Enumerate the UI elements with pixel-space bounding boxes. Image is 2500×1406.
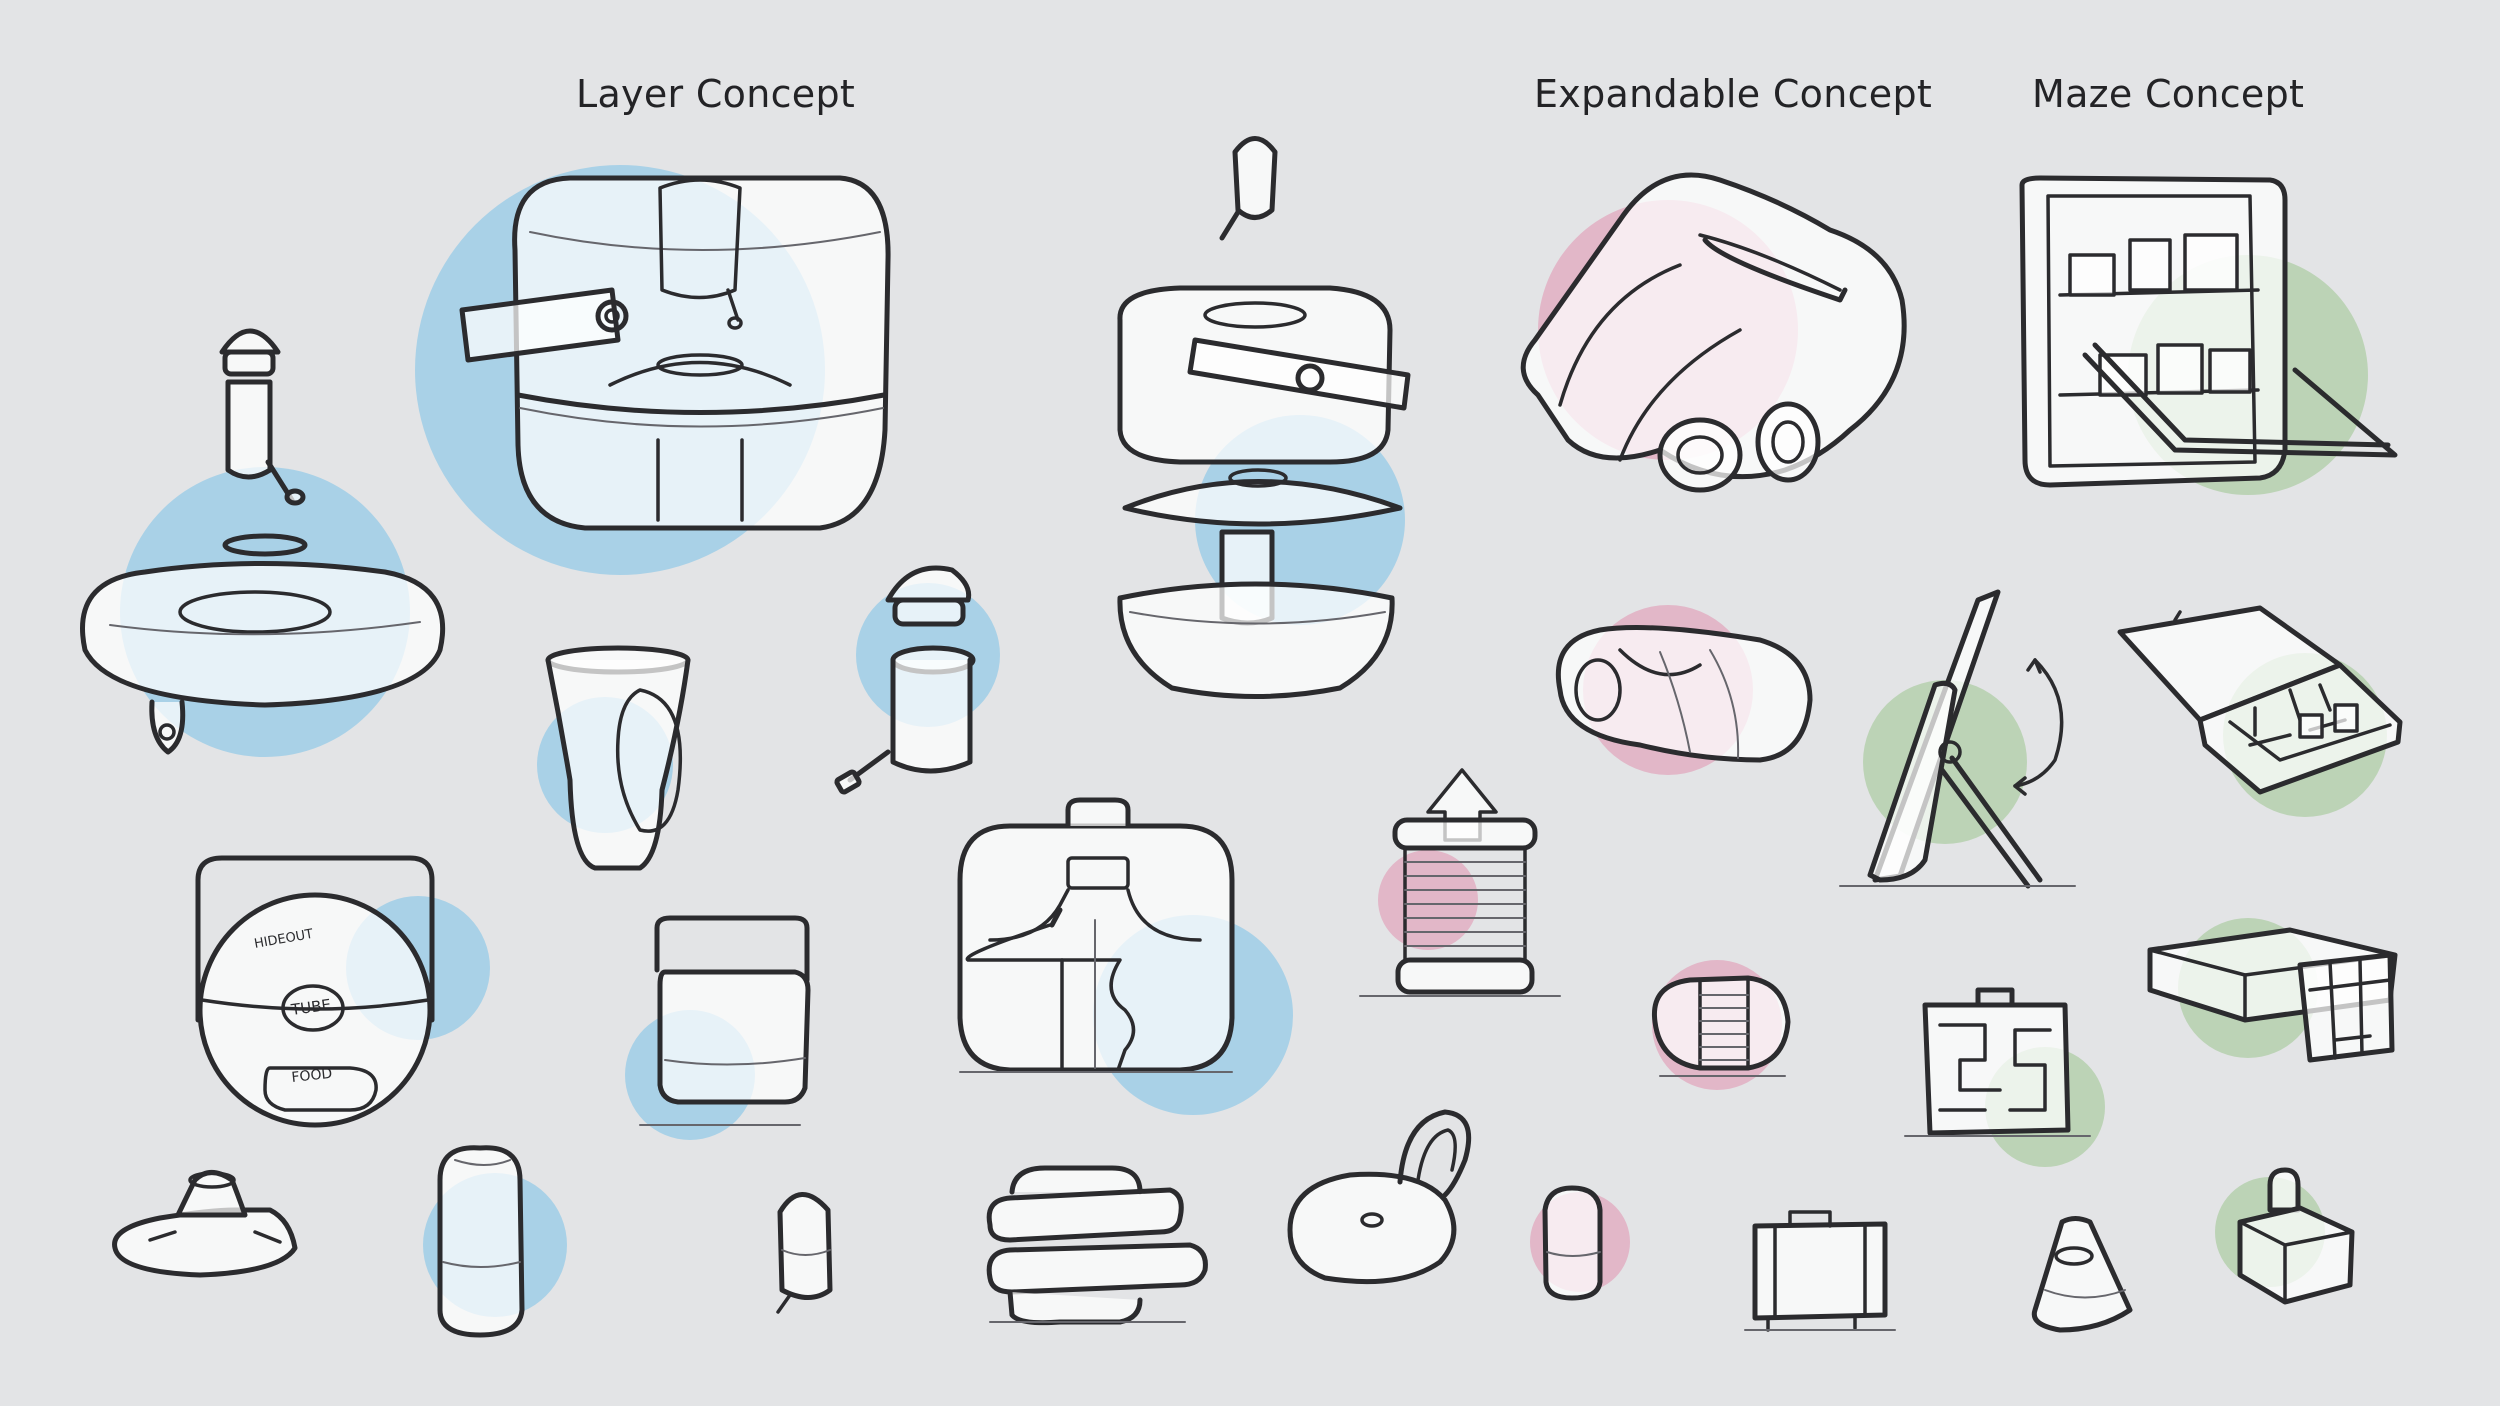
- maze-briefcase-sketch: [1904, 987, 2091, 1137]
- square-puzzle-container-sketch: [957, 797, 1235, 1073]
- stacked-tube-roll-sketch: [986, 1165, 1208, 1326]
- maze-shelf-frame-sketch: [2019, 175, 2398, 488]
- maze-lid-tray-sketch: [2117, 605, 2403, 795]
- food-label: FOOD: [291, 1066, 333, 1086]
- expandable-concept-heading: Expandable Concept: [1534, 72, 1933, 116]
- maze-drawer-box-sketch: [2147, 927, 2398, 1063]
- cube-dispenser-sketch: [2237, 1167, 2355, 1305]
- tube-label: TUBE: [289, 996, 332, 1020]
- expandable-bellows-sketch: [1359, 768, 1561, 997]
- cube-carrier-sketch: [639, 915, 811, 1126]
- water-bottle-sketch: [776, 1192, 833, 1314]
- round-hideout-feeder-sketch: HIDEOUT TUBE FOOD: [195, 855, 435, 1128]
- curved-cup-sketch: [545, 645, 691, 871]
- layer-concept-heading: Layer Concept: [576, 72, 856, 116]
- exploded-donut-feeder-sketch: [80, 328, 446, 755]
- maze-concept-heading: Maze Concept: [2032, 72, 2305, 116]
- exploded-layer-stack-sketch: [1117, 136, 1411, 699]
- dome-bottle-sketch: [834, 565, 976, 795]
- pink-circle: [1378, 850, 1478, 950]
- folding-stand-sketch: [1839, 589, 2076, 889]
- small-dish-sketch: [112, 1170, 298, 1278]
- handled-pod-sketch: [1287, 1109, 1472, 1285]
- capsule-container-sketch: [437, 1145, 525, 1338]
- cone-sketch: [2031, 1216, 2133, 1333]
- expandable-donut-roll-sketch: [1555, 625, 1813, 763]
- layered-container-sketch: [459, 175, 891, 531]
- expandable-tube-loop-sketch: [1520, 172, 1907, 493]
- expandable-tube-coil-sketch: [1651, 975, 1791, 1077]
- small-capsule-sketch: [1542, 1185, 1603, 1301]
- small-suitcase-sketch: [1744, 1210, 1896, 1332]
